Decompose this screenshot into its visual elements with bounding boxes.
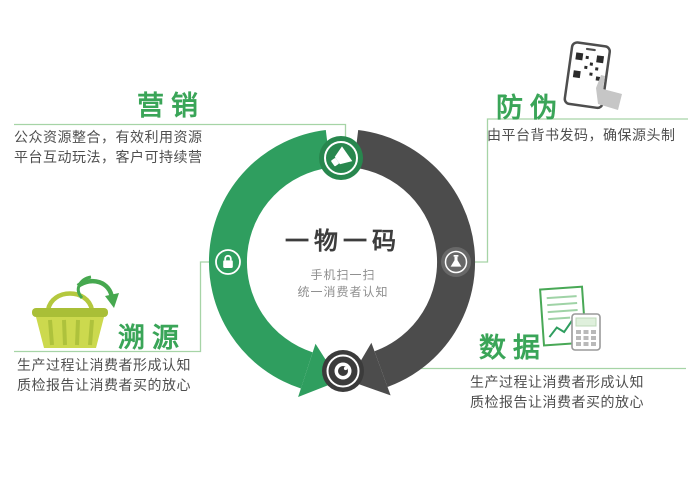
- section-desc-data: 生产过程让消费者形成认知 质检报告让消费者买的放心: [470, 372, 644, 412]
- text-line: 质检报告让消费者买的放心: [470, 394, 644, 410]
- text-line: 由平台背书发码，确保源头制: [487, 127, 676, 143]
- center-title: 一物一码: [285, 228, 401, 255]
- section-title-marketing: 营销: [137, 91, 205, 121]
- section-title-trace: 溯源: [118, 323, 186, 353]
- connector-anti-counterfeit: [472, 118, 688, 263]
- lock-icon: [211, 245, 245, 279]
- text-line: 公众资源整合，有效利用资源: [14, 129, 203, 145]
- cycle-center-label: 一物一码 手机扫一扫 统一消费者认知: [242, 221, 444, 301]
- text-line: 生产过程让消费者形成认知: [470, 374, 644, 390]
- shopping-basket-recycle-icon: [32, 275, 119, 348]
- text-line: 统一消费者认知: [297, 285, 389, 299]
- connector-marketing: [14, 123, 347, 139]
- phone-qr-scan-icon: [563, 41, 622, 110]
- connector-trace: [14, 261, 210, 353]
- text-line: 平台互动玩法，客户可持续营: [14, 149, 203, 165]
- center-subtitle: 手机扫一扫 统一消费者认知: [242, 267, 444, 301]
- section-desc-anti-counterfeit: 由平台背书发码，确保源头制: [487, 125, 676, 145]
- text-line: 手机扫一扫: [310, 268, 376, 282]
- section-desc-trace: 生产过程让消费者形成认知 质检报告让消费者买的放心: [17, 355, 191, 395]
- lens-icon: [322, 350, 364, 392]
- section-title-data: 数据: [479, 333, 547, 363]
- megaphone-icon: [319, 136, 363, 180]
- section-desc-marketing: 公众资源整合，有效利用资源 平台互动玩法，客户可持续营: [14, 127, 203, 167]
- report-calculator-icon: [539, 285, 601, 351]
- section-title-anti-counterfeit: 防伪: [496, 93, 564, 123]
- text-line: 生产过程让消费者形成认知: [17, 357, 191, 373]
- flask-icon: [441, 247, 471, 277]
- text-line: 质检报告让消费者买的放心: [17, 377, 191, 393]
